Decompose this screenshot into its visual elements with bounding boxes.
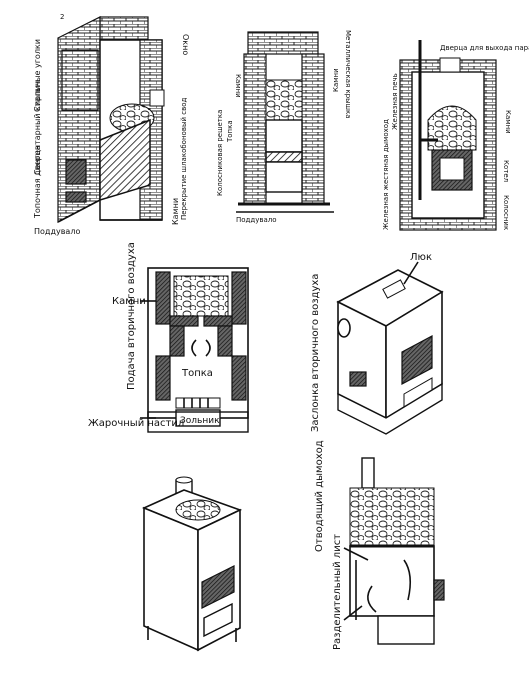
fig2-ash-pit xyxy=(265,161,303,193)
fig2-firebox xyxy=(265,119,303,153)
fig1-label-okno: Окно xyxy=(181,34,190,55)
figure-5-isometric-stove: Люк Заслонка вторичного воздуха xyxy=(310,252,444,435)
fig2-label-stones-top: Камни xyxy=(234,74,242,98)
fig1-body-front xyxy=(57,16,101,223)
fig4-label-firebox: Топка xyxy=(181,368,213,379)
fig4-right-wall-mid xyxy=(217,325,233,357)
fig6-stones xyxy=(175,499,221,521)
fig4-label-stones: Камни xyxy=(112,296,146,307)
fig2-stone-chamber xyxy=(265,79,303,121)
fig1-internal-vault xyxy=(99,118,151,202)
fig2-label-chimney: Металлическая крышка xyxy=(344,30,352,119)
fig5-label-air-damper: Заслонка вторичного воздуха xyxy=(310,274,321,432)
fig4-ash-pit xyxy=(175,409,221,427)
fig7-pipe xyxy=(361,457,375,489)
fig4-label-secondary-air: Подача вторичного воздуха xyxy=(126,242,137,390)
fig4-shelf-right xyxy=(203,315,233,327)
fig5-hatch-lid xyxy=(382,279,406,299)
fig6-door-lower xyxy=(203,602,233,638)
fig1-label-overlap: Перекрытие шлакобоновый свод xyxy=(180,98,188,220)
figure-3-metal-heater: Дверца для выхода пара Железная жестяная… xyxy=(382,40,529,231)
fig2-label-firebox: Топка xyxy=(226,120,234,143)
fig2-chimney xyxy=(247,31,319,55)
fig3-label-grill: Колосник xyxy=(502,195,510,230)
fig3-label-heater: Железная печь xyxy=(391,73,399,130)
fig7-stone-box xyxy=(349,487,435,547)
fig5-front-vent xyxy=(349,371,367,387)
fig1-ash-door xyxy=(65,191,87,203)
fig4-label-ash-pit: Зольник xyxy=(180,416,220,426)
fig2-label-stones-right: Камни xyxy=(332,68,340,92)
fig2-left-wall xyxy=(243,53,267,205)
fig3-steam-door xyxy=(439,57,461,73)
fig4-grate xyxy=(175,397,221,409)
fig3-heater-window xyxy=(439,157,465,181)
fig4-air-arrows xyxy=(191,339,211,357)
figure-7-section-stones: Отводящий дымоход Разделительный лист xyxy=(314,440,445,650)
fig4-left-wall-upper xyxy=(155,271,171,325)
fig4-right-wall-low xyxy=(231,355,247,401)
fig1-label-ash-pit: Поддувало xyxy=(34,227,80,236)
fig2-right-wall xyxy=(301,53,325,205)
fig1-page-mark: 2 xyxy=(60,13,64,21)
fig1-label-stones: Камни xyxy=(171,198,180,225)
fig1-label-cement-brick: Сенгентарный кирпич xyxy=(33,81,42,175)
fig7-label-flue: Отводящий дымоход xyxy=(314,440,325,552)
fig4-right-wall-upper xyxy=(231,271,247,325)
fig5-label-hatch: Люк xyxy=(410,252,432,263)
fig4-base xyxy=(147,411,249,433)
fig2-label-grate: Колосниковая решетка xyxy=(216,110,224,196)
figure-1-brick-stove: 2 Окно Стальные уголки Сенгентарный кирп… xyxy=(33,13,190,236)
fig1-window xyxy=(149,89,165,107)
fig3-label-boiler: Котел xyxy=(502,160,510,182)
fig3-label-stones: Камни xyxy=(504,110,512,134)
fig4-shelf-left xyxy=(169,315,199,327)
figure-4-section: Камни Подача вторичного воздуха Топка Жа… xyxy=(88,242,249,433)
fig7-side-door xyxy=(433,579,445,601)
fig7-flow-arrow xyxy=(403,559,412,601)
fig2-label-ash: Поддувало xyxy=(236,216,277,224)
fig4-left-wall-low xyxy=(155,355,171,401)
fig3-label-chimney-pipe: Железная жестяная дымоход xyxy=(382,119,390,230)
fig5-damper xyxy=(337,318,351,338)
fig1-label-steel-corners: Стальные уголки xyxy=(33,39,42,112)
fig7-label-divider: Разделительный лист xyxy=(332,534,343,650)
fig1-label-firebox-door: Топочная дверца xyxy=(33,145,42,219)
fig6-pipe-top xyxy=(175,476,193,484)
fig7-base xyxy=(377,615,435,645)
fig1-top-front xyxy=(61,49,99,111)
fig6-door-upper xyxy=(201,565,235,609)
fig5-door xyxy=(401,335,433,385)
figure-2-brick-section: Камни Камни Топка Колосниковая решетка П… xyxy=(216,30,352,224)
fig5-base xyxy=(337,382,443,435)
figure-6-metal-stove xyxy=(141,476,243,652)
fig4-stone-chamber xyxy=(173,275,229,317)
fig6-front xyxy=(143,506,199,652)
fig4-left-wall-mid xyxy=(169,325,185,357)
fig3-arch xyxy=(427,105,477,151)
fig3-label-door-steam: Дверца для выхода пара xyxy=(440,44,529,52)
fig2-grate xyxy=(265,151,303,163)
fig4-label-grate-floor: Жарочный настил xyxy=(88,418,184,429)
fig1-firebox-door xyxy=(65,159,87,185)
